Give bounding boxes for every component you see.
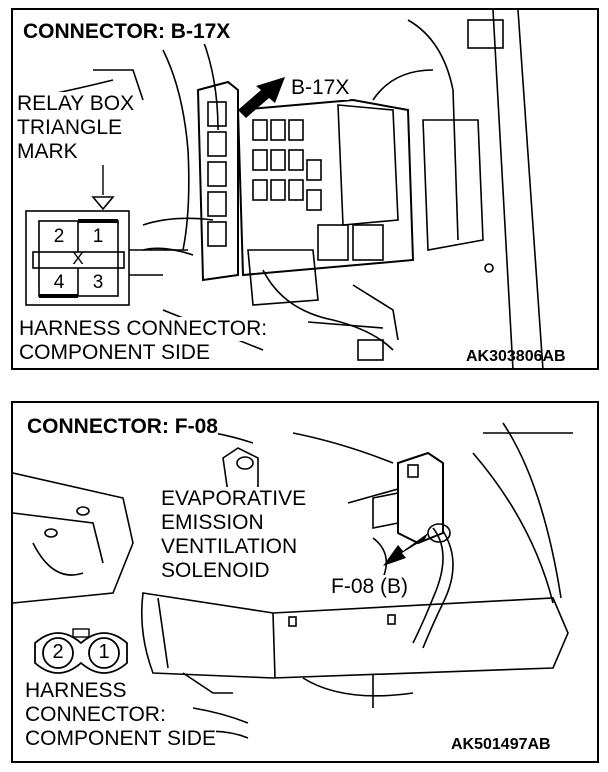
part-label-line-4: SOLENOID [161,559,270,583]
pin-3-label: 3 [92,272,104,293]
relay-box-label-line-3: MARK [17,140,78,164]
relay-box-illustration [22,10,544,368]
pin-2-label: 2 [53,226,65,247]
pin-x-label: X [72,249,84,268]
bottom-connector-title: CONNECTOR: F-08 [27,415,218,439]
part-label-line-2: EMISSION [161,511,264,535]
pin-2-label: 2 [52,641,64,663]
part-label-line-3: VENTILATION [161,535,298,559]
bottom-figure-code: AK501497AB [451,736,551,753]
bottom-diagram-panel: CONNECTOR: F-08 EVAPORATIVE EMISSION VEN… [11,401,599,763]
bottom-side-label-line-2: CONNECTOR: [25,703,166,727]
f08-callout-label: F-08 (B) [331,575,409,599]
connector-f08-symbol [34,628,128,674]
bottom-side-label-line-1: HARNESS [25,679,127,703]
top-figure-code: AK303806AB [466,348,566,365]
canister-illustration [13,422,573,739]
bottom-side-label-line-3: COMPONENT SIDE [25,727,216,751]
top-diagram-panel: CONNECTOR: B-17X RELAY BOX TRIANGLE MARK… [11,8,599,370]
b17x-callout-label: B-17X [291,76,350,100]
relay-box-label-line-2: TRIANGLE [17,116,123,140]
pin-4-label: 4 [53,272,65,293]
pin-1-label: 1 [98,641,110,663]
top-side-label-line-1: HARNESS CONNECTOR: [19,317,268,341]
relay-box-label-line-1: RELAY BOX [17,92,135,116]
part-label-line-1: EVAPORATIVE [161,487,307,511]
top-connector-title: CONNECTOR: B-17X [23,20,231,44]
top-side-label-line-2: COMPONENT SIDE [19,341,210,365]
pin-1-label: 1 [92,226,104,247]
